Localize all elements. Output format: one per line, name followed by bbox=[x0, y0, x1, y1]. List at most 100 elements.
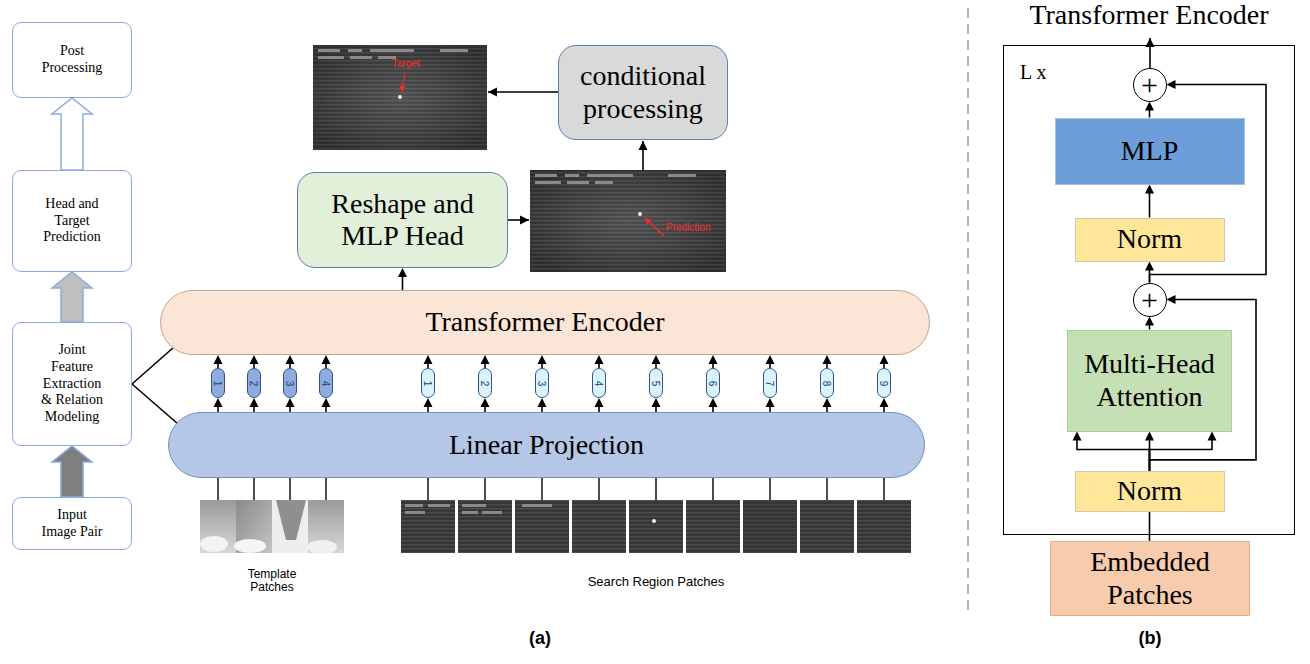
attention-box: Multi-Head Attention bbox=[1067, 330, 1232, 432]
arrow-head bbox=[214, 355, 223, 364]
node-text: Norm bbox=[1117, 475, 1182, 507]
target-dot bbox=[398, 95, 402, 99]
arrow-head bbox=[880, 355, 889, 364]
arrow-head bbox=[286, 398, 295, 407]
arrow-head bbox=[250, 355, 259, 364]
connector bbox=[709, 398, 718, 412]
connector bbox=[424, 355, 433, 368]
node-text: Transformer Encoder bbox=[425, 306, 664, 338]
output-arrow bbox=[1149, 38, 1151, 68]
patch-line bbox=[655, 478, 656, 500]
patch-line bbox=[826, 478, 827, 500]
connector bbox=[595, 398, 604, 412]
arrow-head bbox=[595, 398, 604, 407]
osd-mark bbox=[405, 511, 425, 514]
connector bbox=[1149, 512, 1150, 541]
node-text: Input Image Pair bbox=[38, 507, 106, 541]
node-text: 2 bbox=[480, 380, 491, 386]
connector bbox=[538, 355, 547, 368]
block-arrow bbox=[52, 446, 92, 497]
head-box: Reshape and MLP Head bbox=[297, 172, 508, 268]
token-box: 3 bbox=[283, 368, 297, 398]
connector bbox=[595, 355, 604, 368]
patch-line bbox=[325, 478, 326, 500]
encoder-block: Transformer EncoderL x+MLPNorm+Multi-Hea… bbox=[1003, 45, 1295, 535]
connector bbox=[132, 384, 178, 424]
connector-line bbox=[1077, 440, 1150, 471]
osd-mark bbox=[348, 49, 362, 52]
arrow-head bbox=[481, 355, 490, 364]
text-holder: 3 bbox=[287, 378, 293, 389]
node-text: 2 bbox=[249, 380, 260, 386]
connector bbox=[286, 398, 295, 412]
caption-label: Template Patches bbox=[232, 568, 312, 594]
pipeline-box: Head and Target Prediction bbox=[12, 170, 132, 272]
osd-mark bbox=[370, 49, 414, 52]
token-box: 9 bbox=[877, 368, 891, 398]
image-shade bbox=[313, 45, 487, 150]
connector bbox=[766, 355, 775, 368]
arrow-head bbox=[766, 398, 775, 407]
pointer-line bbox=[645, 218, 664, 236]
arrow-head bbox=[424, 355, 433, 364]
connector bbox=[250, 355, 259, 368]
add-circle: + bbox=[1133, 68, 1167, 102]
callout-label: Target bbox=[392, 58, 432, 69]
connector bbox=[52, 446, 92, 497]
node-text: 1 bbox=[213, 380, 224, 386]
tile-blob bbox=[307, 540, 337, 554]
connector bbox=[52, 98, 92, 170]
connector bbox=[538, 398, 547, 412]
search-tile bbox=[572, 500, 626, 553]
arrow-head bbox=[286, 355, 295, 364]
connector bbox=[214, 398, 223, 412]
node-text: 4 bbox=[594, 380, 605, 386]
connector-line bbox=[1149, 193, 1151, 218]
flow-arrow bbox=[642, 141, 644, 170]
node-text: Multi-Head Attention bbox=[1075, 348, 1225, 412]
patch-line bbox=[217, 478, 218, 500]
search-tile bbox=[458, 500, 512, 553]
text-holder: Norm bbox=[1117, 223, 1182, 255]
text-holder: 6 bbox=[710, 378, 716, 389]
pipeline-box: Joint Feature Extraction & Relation Mode… bbox=[12, 322, 132, 446]
arrow-head bbox=[1145, 102, 1154, 111]
patch-line bbox=[484, 478, 485, 500]
text-holder: 3 bbox=[539, 378, 545, 389]
image-shade bbox=[530, 170, 726, 272]
norm-box: Norm bbox=[1075, 471, 1225, 512]
node-text: Linear Projection bbox=[449, 429, 644, 461]
connector bbox=[1145, 102, 1154, 118]
arrow-head bbox=[1167, 80, 1176, 89]
osd-mark bbox=[440, 49, 468, 52]
token-box: 4 bbox=[319, 368, 333, 398]
node-text: 9 bbox=[879, 380, 890, 386]
connector bbox=[322, 355, 331, 368]
osd-mark bbox=[350, 56, 372, 59]
block-title: Transformer Encoder bbox=[984, 0, 1310, 31]
arrow-head bbox=[1208, 432, 1217, 441]
node-text: Head and Target Prediction bbox=[38, 196, 106, 246]
tile-blob bbox=[234, 539, 266, 553]
node-text: 4 bbox=[321, 380, 332, 386]
text-holder: Head and Target Prediction bbox=[38, 196, 106, 246]
arrow-head bbox=[250, 398, 259, 407]
node-text: 1 bbox=[423, 380, 434, 386]
connector bbox=[481, 355, 490, 368]
arrow-head bbox=[538, 398, 547, 407]
osd-mark bbox=[462, 504, 486, 507]
arrow-head bbox=[652, 398, 661, 407]
node-text: 8 bbox=[822, 380, 833, 386]
osd-mark bbox=[535, 174, 557, 177]
target-dot bbox=[652, 519, 656, 523]
connector-line bbox=[132, 347, 174, 384]
arrow-head bbox=[1145, 185, 1154, 194]
connector bbox=[286, 355, 295, 368]
connector bbox=[132, 347, 174, 384]
osd-mark bbox=[668, 174, 696, 177]
connector bbox=[214, 355, 223, 368]
arrow-head bbox=[1073, 432, 1082, 441]
text-holder: Multi-Head Attention bbox=[1075, 348, 1225, 412]
text-holder: + bbox=[1141, 70, 1158, 100]
text-holder: Reshape and MLP Head bbox=[313, 188, 493, 252]
